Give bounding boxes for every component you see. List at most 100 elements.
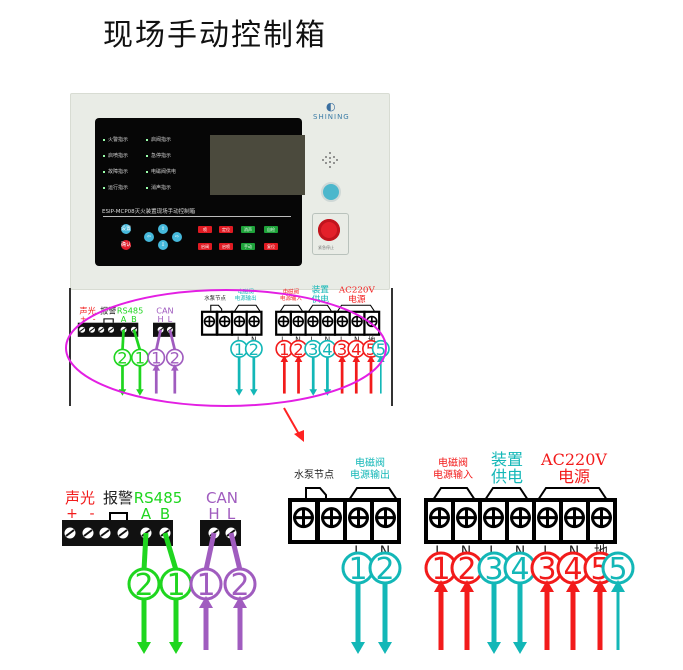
indicator: 急停指示 <box>146 152 171 159</box>
reset-button[interactable]: 复位 <box>264 243 278 250</box>
settings-key[interactable]: 设置 <box>121 224 132 234</box>
arrow-down-icon <box>235 389 243 396</box>
screw-slot <box>108 327 114 332</box>
rs485-a-label: A <box>141 505 152 523</box>
divider <box>103 216 291 217</box>
power-source-label: 电源 <box>558 467 590 486</box>
wire-line <box>168 329 177 351</box>
screw-slot <box>79 327 85 332</box>
manual-button[interactable]: 手动 <box>241 243 255 250</box>
emergency-stop-button[interactable] <box>318 219 340 241</box>
arrow-down-icon <box>250 389 258 396</box>
brand-logo-icon: ◐ <box>326 100 336 113</box>
wire-number: 2 <box>249 340 259 359</box>
group-bracket <box>537 487 608 501</box>
estop-housing <box>312 213 349 255</box>
indicator: 故障指示 <box>103 168 128 175</box>
locate-button[interactable]: 定位 <box>219 226 233 233</box>
indicator: 电磁阀供电 <box>146 168 176 175</box>
silence-button[interactable]: 消声 <box>241 226 255 233</box>
wire-number: 3 <box>484 552 503 587</box>
arrow-up-icon <box>170 364 179 371</box>
terminal-label: 地 <box>368 334 376 344</box>
terminal-label: N <box>295 335 301 344</box>
rs485-label: RS485 <box>117 305 143 315</box>
wire-number: 2 <box>293 340 303 359</box>
rs485-label: RS485 <box>134 489 183 507</box>
wire-line <box>141 532 149 571</box>
brand-name: SHINING <box>313 113 350 121</box>
sound-light-label: 声光 <box>79 305 95 315</box>
arrow-up-icon <box>294 355 303 362</box>
confirm-key[interactable]: 确认 <box>121 240 132 250</box>
terminal-area-frame <box>69 288 393 406</box>
rs485-b-label: B <box>160 505 170 523</box>
valve-output-label-2: 电源输出 <box>350 468 390 481</box>
wire-number: 4 <box>563 552 582 587</box>
arrow-down-icon <box>351 642 365 654</box>
page-title: 现场手动控制箱 <box>103 18 327 53</box>
group-bracket <box>233 304 261 313</box>
pump-node-label: 水泵节点 <box>294 469 334 481</box>
wire-line <box>203 532 217 571</box>
wire-number: 2 <box>375 552 394 587</box>
screw-slot <box>100 529 110 537</box>
indicator: 运行指示 <box>103 184 128 191</box>
self-test-button[interactable]: 自检 <box>264 226 278 233</box>
arrow-up-icon <box>367 355 375 362</box>
wire-number: 1 <box>348 552 367 587</box>
can-label: CAN <box>206 489 238 507</box>
wire-number-circle <box>244 339 263 358</box>
wire-number: 3 <box>337 340 347 359</box>
wire-number: 2 <box>134 568 153 603</box>
plus-label: + <box>80 315 86 324</box>
arrow-up-icon <box>280 355 289 362</box>
up-arrow-key[interactable]: ⇧ <box>158 224 168 234</box>
can-label: CAN <box>156 305 173 315</box>
wire-number: 1 <box>166 568 185 603</box>
spray-button[interactable]: 喷 <box>198 226 212 233</box>
wire-number: 4 <box>510 552 529 587</box>
open-valve-button[interactable]: 启阀 <box>198 243 212 250</box>
screw-slot <box>98 327 104 332</box>
arrow-down-icon <box>309 389 318 396</box>
sound-light-label: 声光 <box>65 489 95 507</box>
screw-slot <box>83 529 93 537</box>
lcd-screen <box>210 135 305 195</box>
device-power-label-1: 装置 <box>312 284 330 296</box>
ac220v-label: AC220V <box>540 450 607 469</box>
can-h-label: H <box>208 505 219 523</box>
down-arrow-key[interactable]: ⇩ <box>158 240 168 250</box>
start-spray-button[interactable]: 启喷 <box>219 243 233 250</box>
wire-line <box>162 532 179 571</box>
can-h-label: H <box>158 314 164 324</box>
pump-node-label: 水泵节点 <box>204 294 226 302</box>
indicator: 消声指示 <box>146 184 171 191</box>
wire-number: 2 <box>457 552 476 587</box>
pump-node-bracket <box>210 304 223 313</box>
left-arrow-key[interactable]: ⇦ <box>144 232 154 242</box>
group-bracket <box>279 304 304 313</box>
can-l-label: L <box>168 314 173 324</box>
arrow-down-icon <box>487 642 501 654</box>
valve-input-label-1: 电磁阀 <box>438 456 468 469</box>
arrow-down-icon <box>513 642 527 654</box>
estop-label: 紧急停止 <box>318 245 334 250</box>
key-switch[interactable] <box>321 182 341 202</box>
arrow-up-icon <box>352 355 361 362</box>
wire-line <box>228 532 243 571</box>
valve-output-label-1: 电磁阀 <box>355 456 385 469</box>
wire-number: 5 <box>366 340 376 359</box>
arrow-up-icon <box>434 580 448 592</box>
group-bracket <box>348 487 398 501</box>
indicator: 启喷指示 <box>103 152 128 159</box>
alarm-label: 报警 <box>103 489 133 507</box>
power-source-label: 电源 <box>348 293 366 305</box>
wire-number: 1 <box>234 340 244 359</box>
alarm-label: 报警 <box>100 305 116 315</box>
right-arrow-key[interactable]: ⇨ <box>172 232 182 242</box>
wire-number: 5 <box>608 552 627 587</box>
pump-node-bracket <box>305 487 327 502</box>
wire-number-circle <box>368 551 402 585</box>
